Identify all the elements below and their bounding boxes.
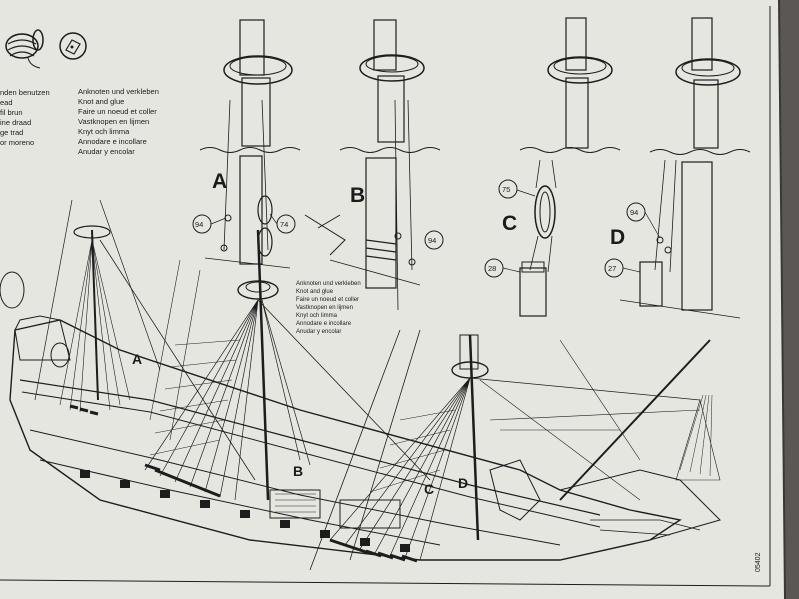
part-number: 74 [280,220,288,229]
ship-label-c: C [424,481,434,497]
detail-c-illustration [484,17,621,317]
page-edge [780,0,799,599]
legend-right-line: Vastknopen en lijmen [78,117,149,126]
legend-small-line: Anknoten und verkleben [296,281,361,287]
detail-label-c: C [502,212,517,235]
detail-d-illustration [604,17,751,319]
legend-left: nden benutzen ead fil brun ine draad ge … [0,88,50,147]
page-code: 05402 [755,552,762,572]
legend-small-line: Vastknopen en lijmen [296,305,353,311]
legend-right-line: Anudar y encolar [78,147,135,156]
legend-right-line: Anknoten und verkleben [78,87,159,96]
detail-a-illustration [192,19,301,269]
legend-small-line: Knot and glue [296,289,334,295]
bottom-border [0,579,771,587]
thread-spool-icon [5,29,44,69]
legend-left-line: or moreno [0,138,34,147]
glue-icon [59,32,87,60]
legend-right-line: Knyt och limma [78,127,130,136]
detail-b-illustration [304,19,444,311]
legend-left-line: nden benutzen [0,88,50,97]
detail-label-d: D [610,226,625,249]
ship-label-b: B [293,463,303,479]
part-number: 94 [630,208,638,217]
legend-left-line: ead [0,98,13,107]
legend-small: Anknoten und verkleben Knot and glue Fai… [296,281,361,335]
legend-right: Anknoten und verkleben Knot and glue Fai… [78,87,159,156]
legend-small-line: Faire un noeud et coller [296,297,359,303]
ship-label-d: D [458,475,468,491]
legend-left-line: fil brun [0,108,23,117]
legend-right-line: Annodare e incollare [78,137,147,146]
legend-small-line: Knyt och limma [296,313,338,319]
legend-left-line: ine draad [0,118,31,127]
part-number: 94 [195,220,203,229]
legend-small-line: Anudar y encolar [296,329,341,335]
legend-right-line: Faire un noeud et coller [78,107,157,116]
part-number: 94 [428,236,436,245]
ship-illustration [0,199,721,571]
part-number: 28 [488,264,496,273]
legend-left-line: ge trad [0,128,23,137]
part-number: 27 [608,264,616,273]
ship-label-a: A [132,351,142,367]
legend-right-line: Knot and glue [78,97,124,106]
part-number: 75 [502,185,510,194]
detail-label-a: A [212,170,227,193]
legend-small-line: Annodare e incollare [296,321,352,327]
detail-label-b: B [350,184,365,207]
